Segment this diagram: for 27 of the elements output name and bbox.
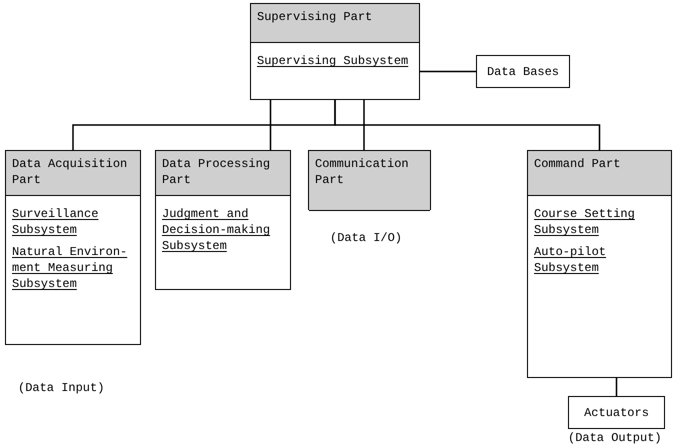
part-box [250,3,420,100]
subsystem-label: Auto-pilot Subsystem [534,244,608,276]
box [568,396,665,429]
box [476,55,570,88]
connector-line [616,378,618,396]
part-box [527,150,672,378]
subsystem-label: Surveillance Subsystem [12,206,100,238]
part-heading: Supervising Part [251,4,419,43]
part-box [5,150,141,345]
part-heading: Data Processing Part [156,151,290,196]
box-label: Actuators [584,404,649,420]
subsystem-label: Natural Environ- ment Measuring Subsystem [12,244,128,292]
io-note: (Data Output) [568,430,662,446]
connector-line [363,100,365,150]
io-note: (Data Input) [18,380,104,396]
connector-line [420,70,476,72]
part-box [155,150,291,290]
io-note: (Data I/O) [330,230,402,246]
connector-line [334,100,600,150]
part-heading: Communication Part [309,151,430,211]
part-heading: Data Acquisition Part [6,151,140,196]
subsystem-label: Judgment and Decision-making Subsystem [162,206,272,254]
part-heading: Command Part [528,151,671,196]
subsystem-label: Supervising Subsystem [257,53,408,69]
connector-line [270,100,272,150]
box-label: Data Bases [486,64,559,80]
subsystem-label: Course Setting Subsystem [534,206,636,238]
